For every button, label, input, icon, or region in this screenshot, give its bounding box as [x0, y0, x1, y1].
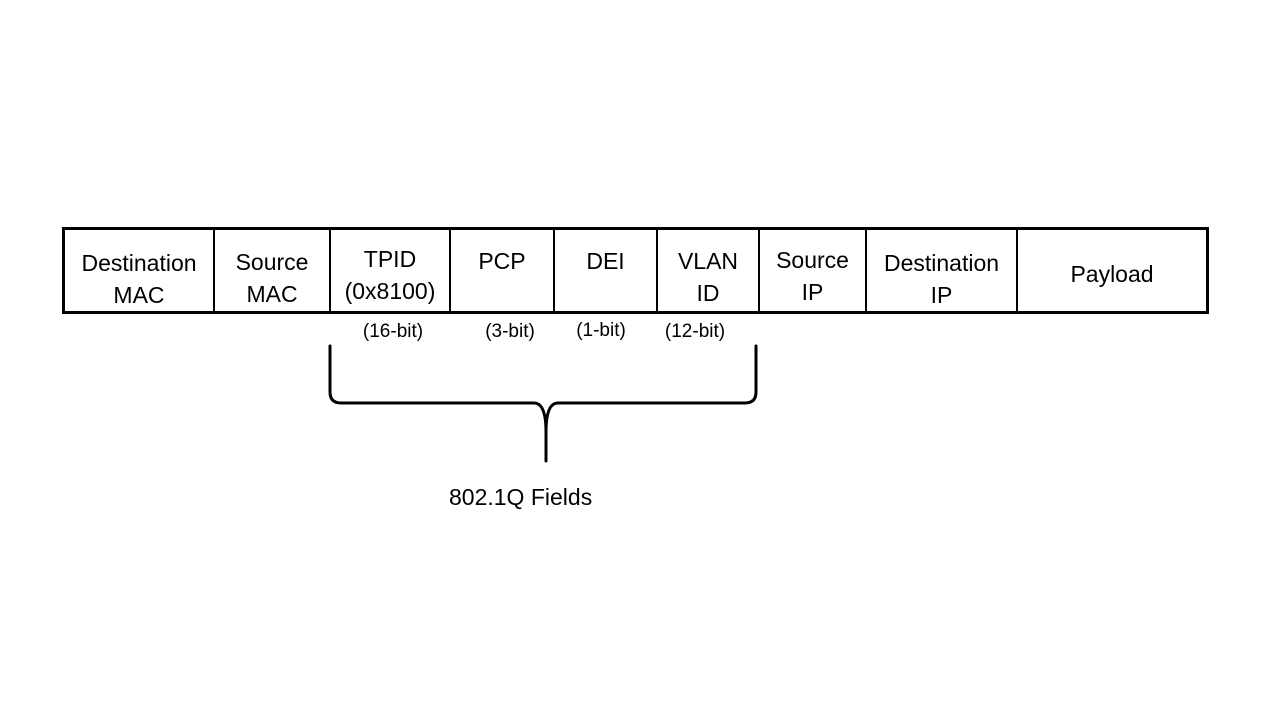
bit-size-tpid: (16-bit)	[362, 321, 424, 342]
field-tpid: TPID (0x8100)	[331, 230, 451, 311]
field-source-mac: Source MAC	[215, 230, 331, 311]
field-label: PCP	[478, 248, 526, 274]
field-label: VLAN ID	[677, 248, 739, 306]
field-label: Destination IP	[883, 250, 1000, 308]
bit-size-pcp: (3-bit)	[485, 321, 535, 342]
field-label: Payload	[1070, 261, 1154, 287]
field-vlan-id: VLAN ID	[658, 230, 760, 311]
field-destination-ip: Destination IP	[867, 230, 1018, 311]
bit-size-dei: (1-bit)	[576, 320, 626, 341]
field-source-ip: Source IP	[760, 230, 867, 311]
brace-path	[328, 344, 758, 463]
bit-size-vlan-id: (12-bit)	[664, 321, 726, 342]
field-label: Destination MAC	[81, 250, 197, 308]
field-destination-mac: Destination MAC	[65, 230, 215, 311]
field-pcp: PCP	[451, 230, 555, 311]
field-label: DEI	[586, 248, 625, 274]
field-dei: DEI	[555, 230, 658, 311]
field-label: Source IP	[776, 247, 849, 305]
ethernet-frame: Destination MAC Source MAC TPID (0x8100)…	[62, 227, 1209, 314]
field-label: Source MAC	[235, 249, 309, 307]
field-label: TPID (0x8100)	[344, 246, 436, 304]
group-label: 802.1Q Fields	[449, 484, 593, 510]
field-payload: Payload	[1018, 230, 1206, 311]
